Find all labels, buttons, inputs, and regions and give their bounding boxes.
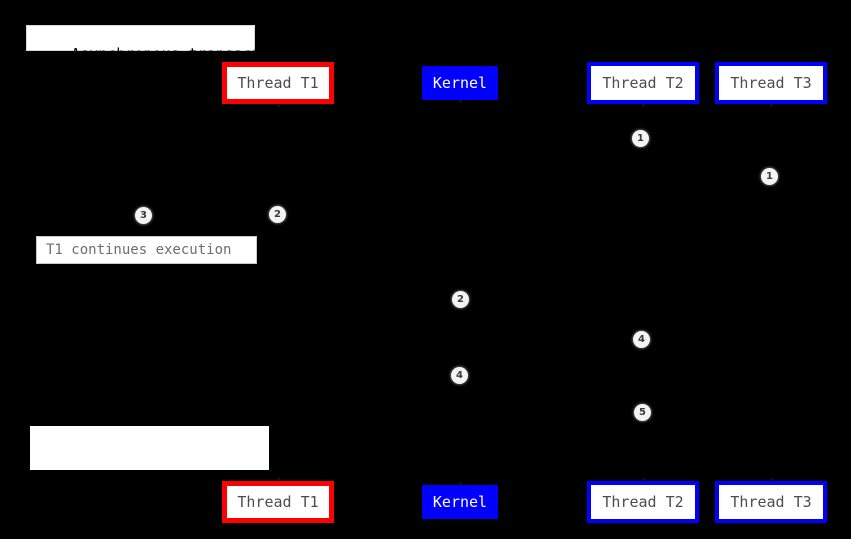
lifeline-kernel-bottom-label: Kernel [432,492,488,511]
lifeline-anchor-dot [641,478,645,481]
stem-thread-t2 [643,104,644,481]
lifeline-thread-t3-top[interactable]: Thread T3 [715,62,827,104]
badge-t2-1: 1 [632,130,649,147]
badge-t2-5: 5 [634,404,651,421]
lifeline-thread-t2-top[interactable]: Thread T2 [587,62,699,104]
lifeline-thread-t1-top[interactable]: Thread T1 [222,62,334,104]
lifeline-thread-t2-bottom[interactable]: Thread T2 [587,481,699,523]
diagram-title-label: Asynchronous transaction [71,45,288,63]
badge-t1-2: 2 [269,206,286,223]
stem-thread-t3 [771,104,772,481]
badge-kernel-4: 4 [451,367,468,384]
lifeline-anchor-dot [641,104,645,107]
lifeline-thread-t3-bottom-label: Thread T3 [730,492,812,511]
lifeline-thread-t1-bottom-label: Thread T1 [237,492,319,511]
badge-t2-4: 4 [633,331,650,348]
lifeline-thread-t3-top-label: Thread T3 [730,73,812,92]
lifeline-thread-t1-top-label: Thread T1 [237,73,319,92]
badge-t1-3: 3 [135,207,152,224]
diagram-title-box: Asynchronous transaction [26,25,288,62]
lifeline-thread-t2-top-label: Thread T2 [602,73,684,92]
lifeline-anchor-dot [276,104,280,107]
lifeline-thread-t3-bottom[interactable]: Thread T3 [715,481,827,523]
stem-thread-t1 [278,104,279,481]
note-blank[interactable] [30,426,269,470]
lifeline-anchor-dot [458,482,462,485]
lifeline-thread-t1-bottom[interactable]: Thread T1 [222,481,334,523]
lifeline-anchor-dot [769,478,773,481]
badge-kernel-2: 2 [452,291,469,308]
lifeline-anchor-dot [458,100,462,103]
note-t1-continues[interactable]: T1 continues execution [36,236,257,264]
lifeline-kernel-top[interactable]: Kernel [422,66,498,100]
lifeline-kernel-bottom[interactable]: Kernel [422,485,498,519]
note-t1-continues-label: T1 continues execution [46,242,232,258]
badge-t3-1: 1 [761,168,778,185]
lifeline-thread-t2-bottom-label: Thread T2 [602,492,684,511]
lifeline-anchor-dot [276,478,280,481]
lifeline-anchor-dot [769,104,773,107]
lifeline-kernel-top-label: Kernel [432,73,488,92]
